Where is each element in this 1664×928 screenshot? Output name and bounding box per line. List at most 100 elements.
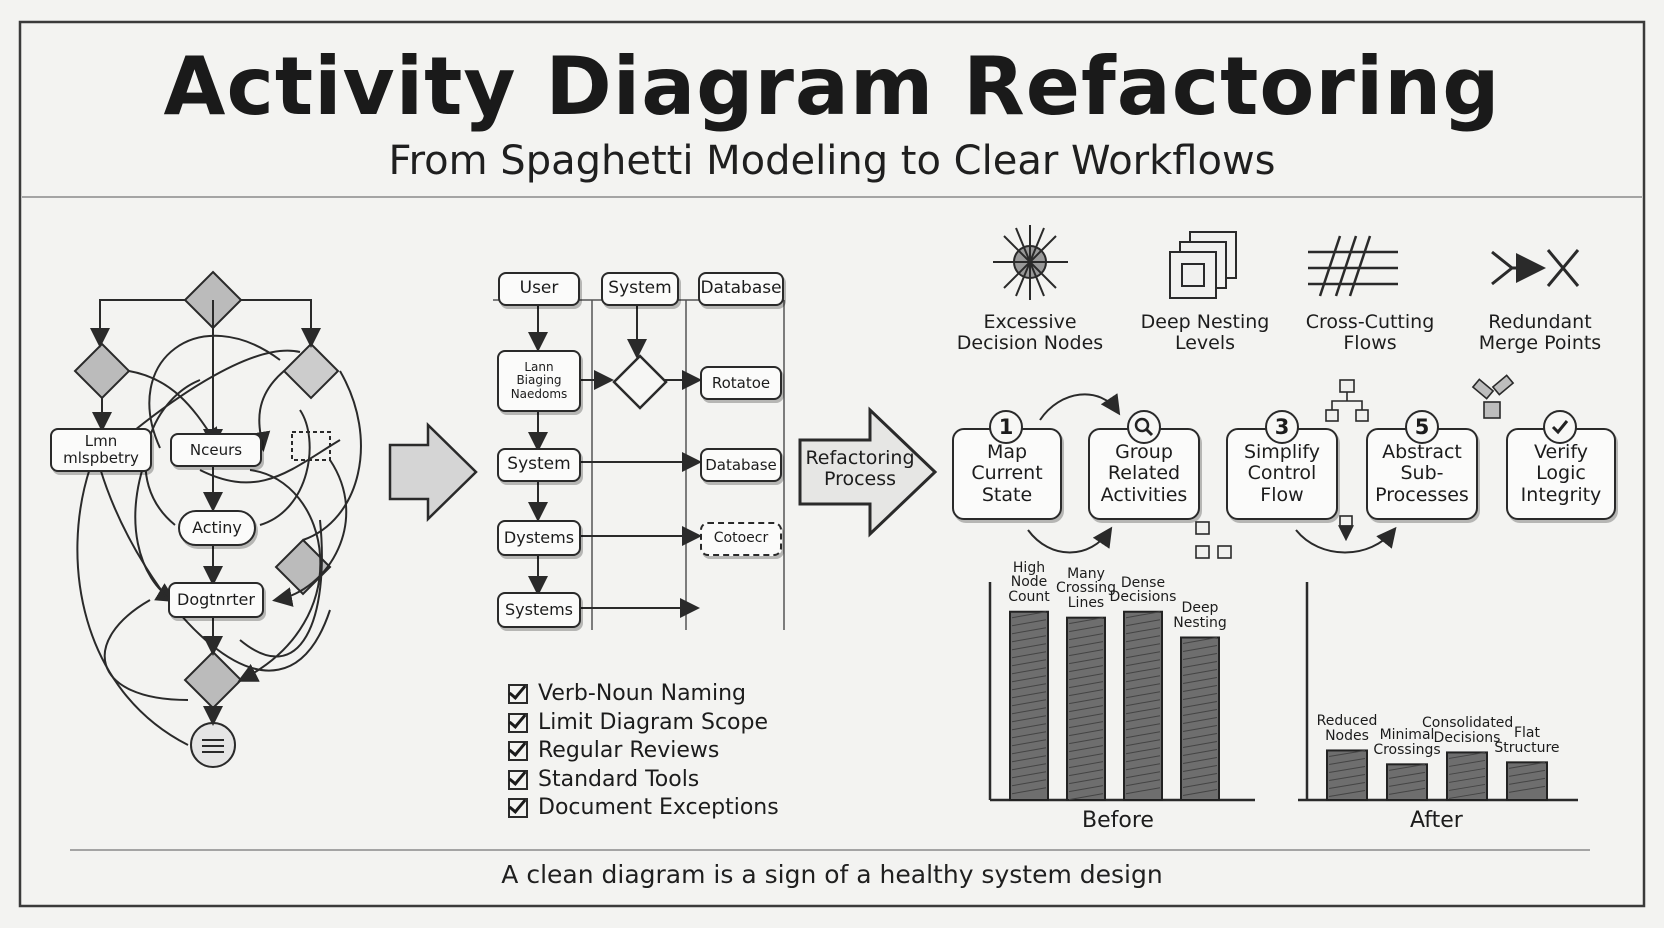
problem-label-3: Cross-Cutting Flows — [1305, 311, 1435, 354]
bar-hatch — [1011, 667, 1047, 675]
page-title: Activity Diagram Refactoring — [163, 40, 1501, 133]
bar-hatch — [1125, 635, 1161, 643]
bar-hatch — [1011, 755, 1047, 763]
bar-hatch — [1182, 684, 1218, 692]
footer-tagline: A clean diagram is a sign of a healthy s… — [501, 860, 1163, 889]
dashed-node — [291, 431, 331, 461]
bar-hatch — [1125, 675, 1161, 683]
search-icon — [1127, 410, 1161, 444]
bar-hatch — [1068, 761, 1104, 769]
bar-hatch — [1068, 641, 1104, 649]
bar-hatch — [1182, 660, 1218, 668]
bar-hatch — [1328, 757, 1366, 765]
checklist-item: Verb-Noun Naming — [508, 680, 779, 709]
bar-hatch — [1068, 673, 1104, 681]
blocks-icon — [1195, 521, 1232, 559]
lane-node-1: Lann Biaging Naedoms — [497, 350, 581, 412]
bar-hatch — [1182, 716, 1218, 724]
bar-hatch — [1011, 715, 1047, 723]
lane-node-4: Systems — [497, 592, 581, 628]
bar-hatch — [1068, 785, 1104, 793]
bar-hatch — [1068, 657, 1104, 665]
bar-hatch — [1068, 625, 1104, 633]
bar-hatch — [1182, 748, 1218, 756]
bar-hatch — [1125, 787, 1161, 795]
bar-hatch — [1011, 611, 1047, 619]
bar-hatch — [1068, 721, 1104, 729]
bar-hatch — [1011, 723, 1047, 731]
bar-hatch — [1011, 643, 1047, 651]
bar-hatch — [1068, 769, 1104, 777]
bar-label-1-3: Flat Structure — [1494, 725, 1560, 757]
bar-hatch — [1182, 676, 1218, 684]
problem-label-4: Redundant Merge Points — [1478, 311, 1602, 354]
bar-hatch — [1388, 771, 1426, 779]
bar-hatch — [1068, 729, 1104, 737]
bar-hatch — [1125, 763, 1161, 771]
best-practices-list: Verb-Noun Naming Limit Diagram Scope Reg… — [508, 680, 779, 823]
bar-hatch — [1182, 668, 1218, 676]
bar-hatch — [1448, 767, 1486, 775]
step-box-1: Map Current State — [952, 428, 1062, 520]
decision-diamond-left — [73, 342, 131, 400]
bar-hatch — [1125, 715, 1161, 723]
bar-hatch — [1068, 665, 1104, 673]
spaghetti-node-2: Nceurs — [170, 433, 262, 467]
transition-arrow-icon — [388, 422, 478, 522]
bar-hatch — [1125, 771, 1161, 779]
bar-hatch — [1182, 772, 1218, 780]
bar-hatch — [1068, 681, 1104, 689]
lane-node-right-3: Cotoecr — [700, 522, 782, 556]
bar-hatch — [1508, 769, 1546, 777]
checklist-item: Regular Reviews — [508, 737, 779, 766]
bar-hatch — [1448, 791, 1486, 799]
page-subtitle: From Spaghetti Modeling to Clear Workflo… — [388, 138, 1276, 184]
bar-hatch — [1125, 667, 1161, 675]
bar-hatch — [1068, 649, 1104, 657]
lane-node-3: Dystems — [497, 520, 581, 556]
bar-0-2 — [1123, 610, 1163, 802]
lane-header-user: User — [498, 272, 580, 306]
bar-hatch — [1182, 644, 1218, 652]
bar-hatch — [1448, 775, 1486, 783]
bar-hatch — [1508, 785, 1546, 793]
bar-label-1-1: Minimal Crossings — [1373, 727, 1441, 758]
bar-hatch — [1388, 763, 1426, 771]
checkbox-checked-icon — [508, 741, 528, 762]
bar-hatch — [1182, 636, 1218, 644]
bar-hatch — [1011, 651, 1047, 659]
bar-hatch — [1182, 724, 1218, 732]
bar-1-1 — [1386, 763, 1428, 801]
bar-label-0-1: Many Crossing Lines — [1055, 565, 1117, 612]
bar-hatch — [1388, 787, 1426, 795]
bar-hatch — [1125, 739, 1161, 747]
decision-diamond-right — [282, 342, 340, 400]
chart-before-caption: Before — [1082, 808, 1154, 833]
bar-hatch — [1011, 627, 1047, 635]
bar-hatch — [1011, 699, 1047, 707]
step-number-5: 5 — [1405, 410, 1439, 444]
lane-header-system: System — [601, 272, 679, 306]
step-box-3: Simplify Control Flow — [1226, 428, 1338, 520]
bar-hatch — [1125, 779, 1161, 787]
bar-0-0 — [1009, 610, 1049, 802]
spaghetti-node-1: Lmn mlspbetry — [50, 428, 152, 472]
bar-hatch — [1068, 777, 1104, 785]
bar-hatch — [1182, 756, 1218, 764]
bar-hatch — [1011, 683, 1047, 691]
bar-hatch — [1011, 707, 1047, 715]
spaghetti-node-3: Actiny — [178, 510, 256, 546]
swimlane-decision — [612, 354, 668, 410]
bar-hatch — [1508, 761, 1546, 769]
bar-hatch — [1328, 749, 1366, 757]
bar-hatch — [1182, 700, 1218, 708]
bar-hatch — [1011, 675, 1047, 683]
bar-hatch — [1448, 759, 1486, 767]
bar-hatch — [1011, 787, 1047, 795]
bar-hatch — [1068, 633, 1104, 641]
bar-label-1-0: Reduced Nodes — [1316, 713, 1378, 745]
bar-hatch — [1125, 619, 1161, 627]
bar-hatch — [1182, 708, 1218, 716]
